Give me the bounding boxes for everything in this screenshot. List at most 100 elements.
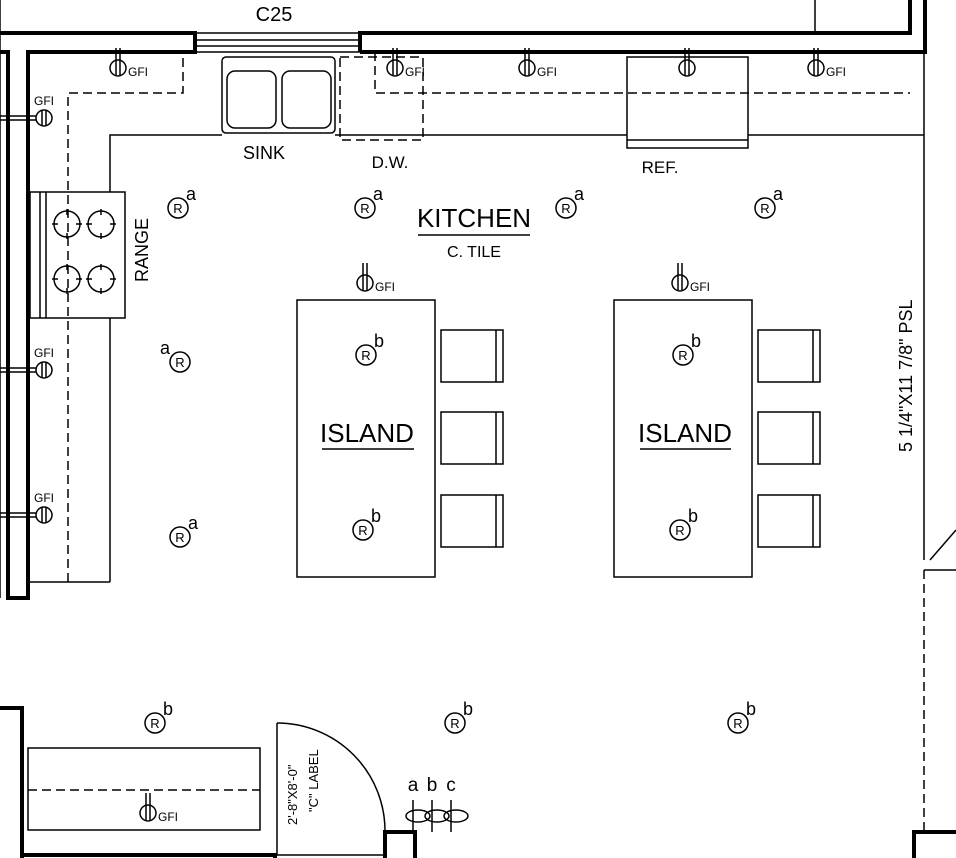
svg-text:R: R <box>360 201 369 216</box>
room-finish: C. TILE <box>447 244 501 261</box>
counters <box>27 52 924 831</box>
svg-text:R: R <box>675 523 684 538</box>
stool <box>757 411 821 465</box>
gfi-outlet-icon: GFI <box>0 94 54 127</box>
stools <box>440 329 821 548</box>
stool <box>440 494 504 548</box>
ceiling-light-icon: Ra <box>169 513 199 548</box>
ceiling-light-icon: Rb <box>669 506 698 541</box>
stool <box>440 411 504 465</box>
gfi-label: GFI <box>690 280 710 294</box>
gfi-outlet-icon: GFI <box>671 263 710 294</box>
svg-text:R: R <box>150 716 159 731</box>
gfi-label: GFI <box>128 65 148 79</box>
svg-text:R: R <box>175 355 184 370</box>
burner-icon <box>52 264 82 294</box>
ceiling-light-icon: Rb <box>444 699 473 734</box>
fixture-letter: b <box>163 699 173 719</box>
beam-label: 5 1/4"X11 7/8" PSL <box>896 299 916 452</box>
range-label: RANGE <box>132 218 152 282</box>
burner-icon <box>86 209 116 239</box>
ceiling-light-icon: Ra <box>555 184 585 219</box>
gfi-outlet-icon: GFI <box>518 48 557 79</box>
gfi-label: GFI <box>826 65 846 79</box>
burner-icon <box>86 264 116 294</box>
gfi-outlet-icon: GFI <box>386 48 425 79</box>
gfi-outlet-icon: GFI <box>109 48 148 79</box>
fixture-letter: a <box>160 338 171 358</box>
burner-icon <box>52 209 82 239</box>
ceiling-light-icon: Rb <box>672 331 701 366</box>
sink-label: SINK <box>243 143 285 163</box>
sink <box>221 56 336 134</box>
fixture-letter: a <box>574 184 585 204</box>
door-label: "C" LABEL <box>306 749 321 812</box>
svg-text:R: R <box>760 201 769 216</box>
svg-text:R: R <box>450 716 459 731</box>
svg-text:R: R <box>173 201 182 216</box>
svg-text:R: R <box>678 348 687 363</box>
ceiling-light-icon: Ra <box>754 184 784 219</box>
fixture-letter: b <box>371 506 381 526</box>
gfi-label: GFI <box>34 346 54 360</box>
gfi-outlet-icon: GFI <box>0 491 54 524</box>
fixture-letter: a <box>373 184 384 204</box>
fixture-letter: b <box>691 331 701 351</box>
gfi-label: GFI <box>375 280 395 294</box>
ceiling-light-icon: Ra <box>160 338 191 373</box>
gfi-label: GFI <box>34 94 54 108</box>
fixture-letter: a <box>773 184 784 204</box>
svg-text:R: R <box>361 348 370 363</box>
room-title: KITCHEN <box>417 203 531 233</box>
island-label: ISLAND <box>320 418 414 448</box>
gfi-outlet-icon: GFI <box>0 346 54 379</box>
stool <box>757 329 821 383</box>
fixture-letter: a <box>188 513 199 533</box>
switch-icon: c <box>443 775 469 832</box>
gfi-outlets: GFI GFI GFI GFI GFI GFI GFI GFI GFI GFI <box>0 48 846 824</box>
island-label: ISLAND <box>638 418 732 448</box>
window-tag: C25 <box>256 4 293 26</box>
switch-icon: a <box>405 775 431 832</box>
ceiling-light-icon: Ra <box>167 184 197 219</box>
fixture-letter: b <box>688 506 698 526</box>
dishwasher-label: D.W. <box>372 153 409 172</box>
gfi-label: GFI <box>34 491 54 505</box>
gfi-label: GFI <box>158 810 178 824</box>
island-right <box>613 299 753 578</box>
island-left <box>296 299 436 578</box>
fixture-letter: a <box>186 184 197 204</box>
fixture-letter: b <box>463 699 473 719</box>
svg-text:R: R <box>733 716 742 731</box>
refrigerator-label: REF. <box>642 158 679 177</box>
svg-text:R: R <box>175 530 184 545</box>
gfi-outlet-icon: GFI <box>356 263 395 294</box>
svg-text:b: b <box>427 775 438 796</box>
svg-text:c: c <box>446 775 456 796</box>
switch-icon: b <box>424 775 450 832</box>
gfi-outlet-icon: GFI <box>139 793 178 824</box>
fixture-letter: b <box>746 699 756 719</box>
stool <box>440 329 504 383</box>
gfi-outlet-icon: GFI <box>807 48 846 79</box>
gfi-label: GFI <box>405 65 425 79</box>
ceiling-light-icon: Rb <box>144 699 173 734</box>
ceiling-light-icon: Ra <box>354 184 384 219</box>
door-size: 2'-8"X8'-0" <box>285 764 300 825</box>
gfi-outlet-icon <box>678 48 696 77</box>
refrigerator <box>626 56 749 149</box>
svg-text:R: R <box>358 523 367 538</box>
ceiling-light-icon: Rb <box>352 506 381 541</box>
ceiling-light-icon: Rb <box>355 331 384 366</box>
svg-text:R: R <box>561 201 570 216</box>
gfi-label: GFI <box>537 65 557 79</box>
range <box>29 191 126 319</box>
stool <box>757 494 821 548</box>
svg-text:a: a <box>408 775 419 796</box>
ceiling-light-icon: Rb <box>727 699 756 734</box>
door <box>276 722 386 856</box>
